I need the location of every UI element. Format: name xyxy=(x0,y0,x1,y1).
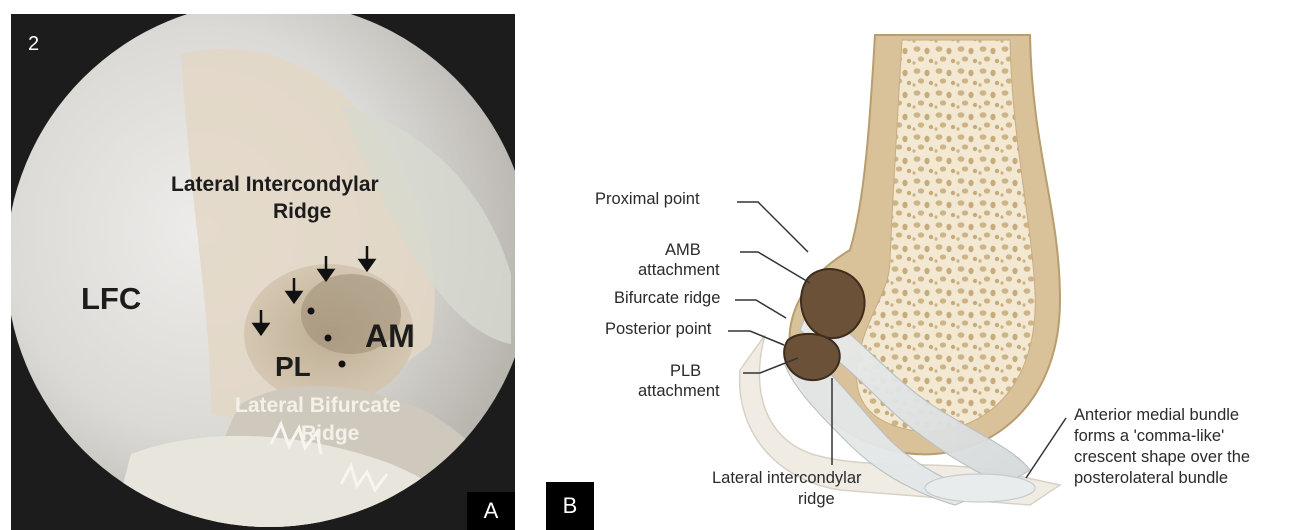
intercondylar-ridge-label-line1: Lateral Intercondylar xyxy=(171,174,379,195)
pl-label: PL xyxy=(275,353,311,381)
lfc-label: LFC xyxy=(81,283,141,314)
arthroscopy-panel: 2 Lateral Intercondylar Ridge LFC AM PL … xyxy=(11,14,515,530)
bifurcate-ridge-label-line2: Ridge xyxy=(301,423,359,444)
am-label: AM xyxy=(365,320,415,352)
proximal-point-label: Proximal point xyxy=(595,190,700,210)
marker-dot xyxy=(339,361,346,368)
plb-attachment xyxy=(784,334,840,380)
arthroscopy-image xyxy=(11,14,515,530)
anterior-bundle-label-line2: forms a 'comma-like' xyxy=(1074,427,1224,447)
amb-label-line1: AMB xyxy=(665,241,701,261)
illustration-panel: Proximal point AMB attachment Bifurcate … xyxy=(560,0,1310,530)
marker-dot xyxy=(308,308,315,315)
amb-label-line2: attachment xyxy=(638,261,720,281)
bifurcate-ridge-label: Bifurcate ridge xyxy=(614,289,720,309)
lateral-ridge-label-line2: ridge xyxy=(798,490,835,510)
posterior-point-label: Posterior point xyxy=(605,320,711,340)
plb-label-line1: PLB xyxy=(670,362,701,382)
amb-attachment xyxy=(801,269,865,338)
anterior-bundle-label-line1: Anterior medial bundle xyxy=(1074,406,1239,426)
marker-dot xyxy=(325,335,332,342)
intercondylar-ridge-label-line2: Ridge xyxy=(273,201,331,222)
panel-letter-a: A xyxy=(467,492,515,530)
bifurcate-ridge-label-line1: Lateral Bifurcate xyxy=(235,395,401,416)
plb-label-line2: attachment xyxy=(638,382,720,402)
figure-number: 2 xyxy=(28,34,39,54)
anterior-bundle-label-line3: crescent shape over the xyxy=(1074,448,1250,468)
lateral-ridge-label-line1: Lateral intercondylar xyxy=(712,469,862,489)
anterior-bundle-label-line4: posterolateral bundle xyxy=(1074,469,1228,489)
